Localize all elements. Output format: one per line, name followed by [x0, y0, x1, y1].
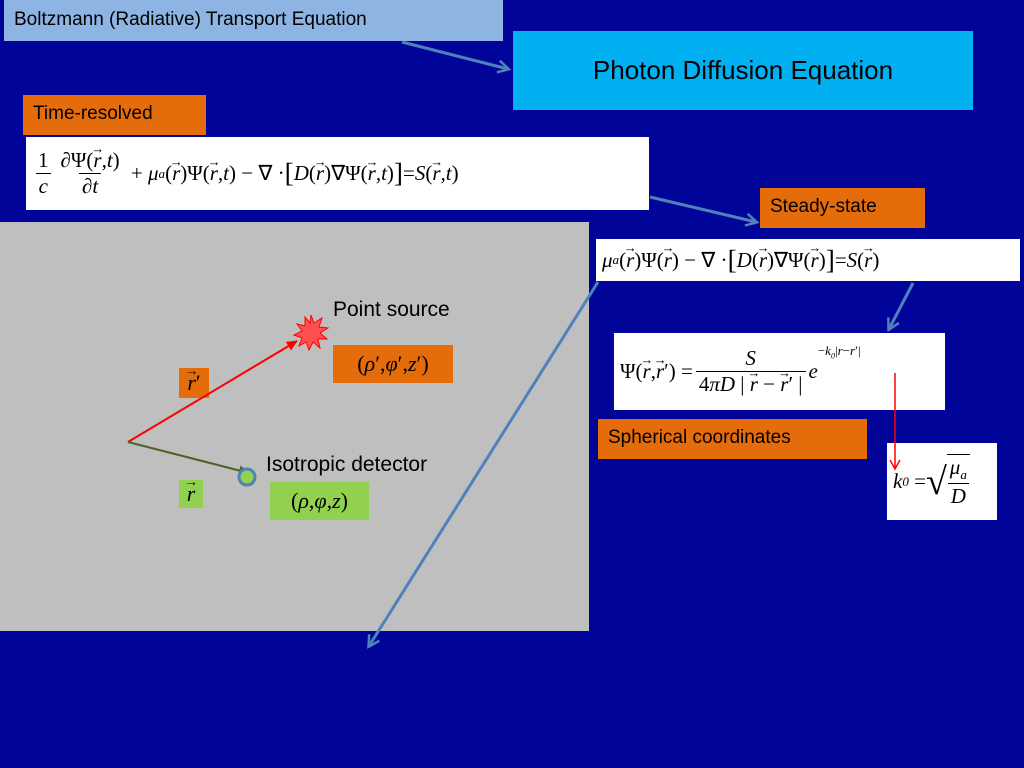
detector-text: Isotropic detector — [266, 453, 428, 476]
arrow-time-resolved-to-steady — [649, 195, 756, 222]
r-vector-label: r — [179, 480, 203, 508]
source-coordinates: (ρ′, φ′, z′) — [333, 345, 453, 383]
arrow-steady-to-solution — [889, 282, 915, 329]
diffusion-title: Photon Diffusion Equation — [592, 55, 894, 85]
steady-state-label: Steady-state — [760, 188, 925, 228]
spherical-coordinates-text: Spherical coordinates — [608, 427, 791, 448]
boltzmann-title-box: Boltzmann (Radiative) Transport Equation — [4, 0, 503, 41]
spherical-coordinates-label: Spherical coordinates — [598, 419, 867, 459]
steady-state-equation: μa(r)Ψ(r) − ∇ · [D(r)∇Ψ(r)] = S(r) — [596, 239, 1020, 281]
time-resolved-text: Time-resolved — [33, 103, 153, 124]
detector-coordinates: (ρ, φ, z) — [270, 482, 369, 520]
steady-state-text: Steady-state — [770, 196, 877, 217]
time-resolved-equation: 1c ∂Ψ(r,t)∂t + μa(r)Ψ(r,t) − ∇ · [D(r)∇Ψ… — [26, 137, 649, 210]
detector-label: Isotropic detector — [266, 453, 427, 477]
boltzmann-title: Boltzmann (Radiative) Transport Equation — [14, 9, 367, 30]
point-source-label: Point source — [333, 298, 450, 322]
point-source-text: Point source — [333, 298, 450, 321]
geometry-panel — [0, 222, 589, 631]
r-prime-vector-label: r′ — [179, 368, 209, 398]
arrow-boltzmann-to-diffusion — [401, 40, 508, 69]
diffusion-title-box: Photon Diffusion Equation — [513, 31, 973, 110]
time-resolved-label: Time-resolved — [23, 95, 206, 135]
